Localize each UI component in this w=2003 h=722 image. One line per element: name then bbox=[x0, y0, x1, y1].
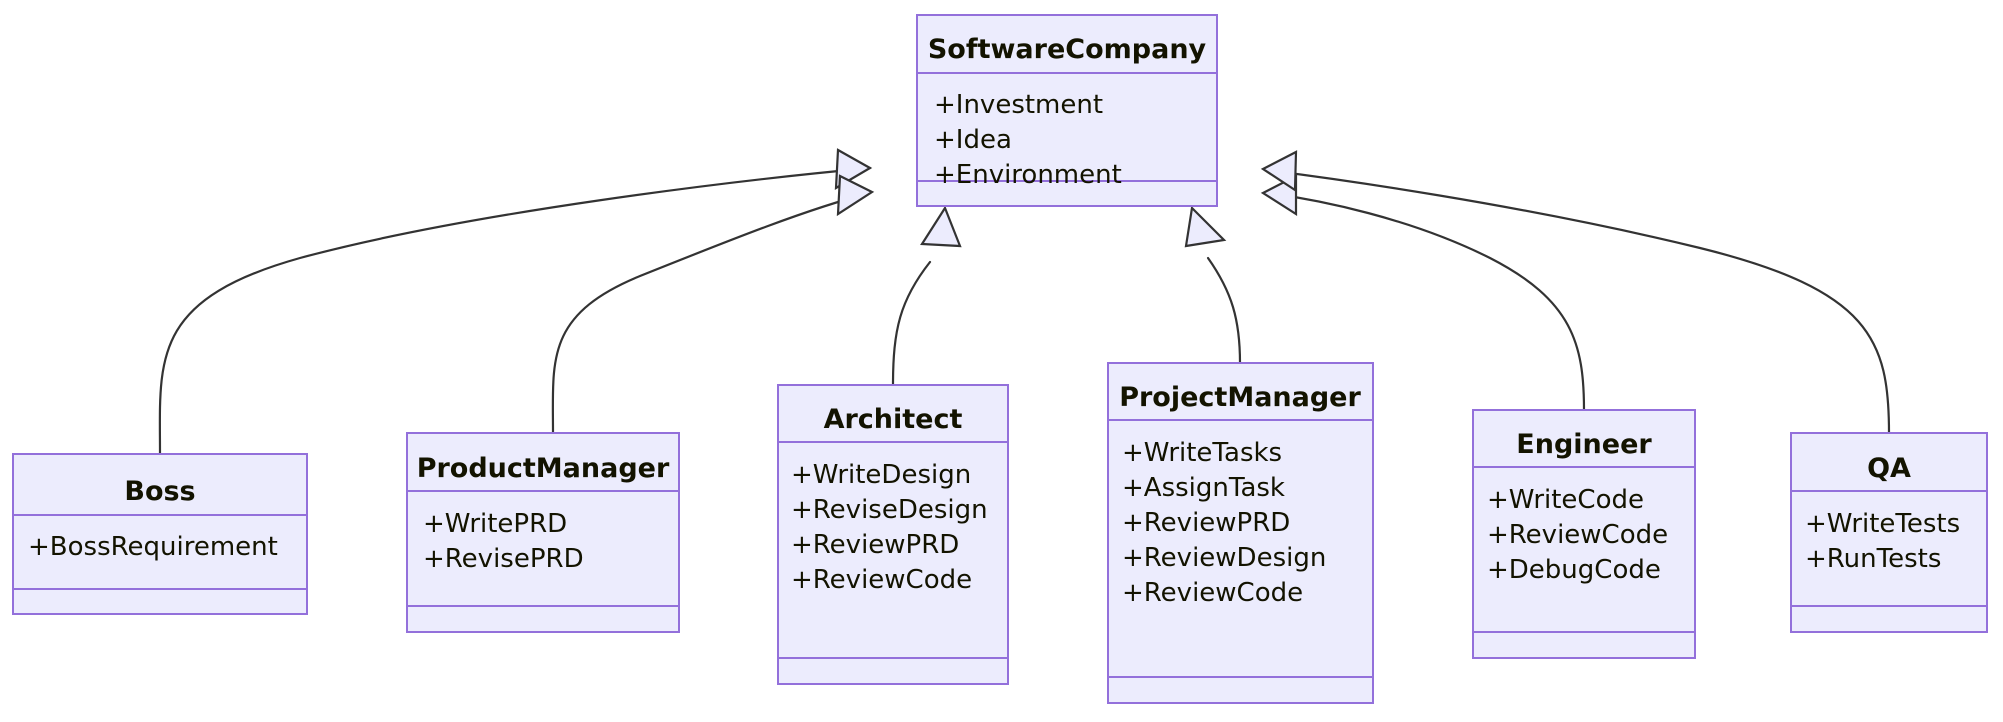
class-attribute: +RevisePRD bbox=[423, 544, 584, 574]
class-box-architect[interactable]: Architect +WriteDesign +ReviseDesign +Re… bbox=[777, 384, 1009, 685]
class-attribute: +Investment bbox=[934, 90, 1103, 120]
class-box-outline bbox=[12, 453, 308, 615]
class-title: ProductManager bbox=[417, 453, 670, 484]
class-attribute: +BossRequirement bbox=[28, 532, 278, 562]
edge-projectmanager[interactable] bbox=[1184, 205, 1242, 365]
class-attribute: +ReviewCode bbox=[1122, 578, 1303, 608]
class-box-softwarecompany[interactable]: SoftwareCompany +Investment +Idea +Envir… bbox=[916, 14, 1218, 207]
class-box-outline bbox=[777, 384, 1009, 685]
class-attribute: +WriteDesign bbox=[791, 460, 971, 490]
class-title: ProjectManager bbox=[1119, 382, 1361, 413]
class-box-outline bbox=[1790, 432, 1988, 633]
class-box-outline bbox=[1472, 409, 1696, 659]
class-attribute: +RunTests bbox=[1805, 544, 1941, 574]
class-attribute: +DebugCode bbox=[1487, 555, 1661, 585]
class-title: QA bbox=[1867, 453, 1911, 484]
class-attribute: +WriteCode bbox=[1487, 485, 1644, 515]
class-attribute: +ReviewCode bbox=[791, 565, 972, 595]
class-title: Architect bbox=[824, 404, 963, 435]
edge-productmanager[interactable] bbox=[551, 174, 875, 435]
class-attribute: +WritePRD bbox=[423, 509, 567, 539]
class-attribute: +ReviewPRD bbox=[791, 530, 959, 560]
class-box-boss[interactable]: Boss +BossRequirement bbox=[12, 453, 308, 615]
edge-architect[interactable] bbox=[891, 205, 962, 387]
class-box-outline bbox=[406, 432, 680, 633]
class-title: Engineer bbox=[1516, 429, 1652, 460]
class-box-qa[interactable]: QA +WriteTests +RunTests bbox=[1790, 432, 1988, 633]
class-box-engineer[interactable]: Engineer +WriteCode +ReviewCode +DebugCo… bbox=[1472, 409, 1696, 659]
class-title: SoftwareCompany bbox=[928, 34, 1207, 65]
edge-boss[interactable] bbox=[158, 148, 873, 456]
class-attribute: +ReviewCode bbox=[1487, 520, 1668, 550]
class-attribute: +ReviseDesign bbox=[791, 495, 988, 525]
edge-layer bbox=[158, 148, 1891, 456]
class-box-productmanager[interactable]: ProductManager +WritePRD +RevisePRD bbox=[406, 432, 680, 633]
class-attribute: +ReviewPRD bbox=[1122, 508, 1290, 538]
class-box-projectmanager[interactable]: ProjectManager +WriteTasks +AssignTask +… bbox=[1107, 362, 1374, 704]
class-attribute: +WriteTasks bbox=[1122, 438, 1282, 468]
class-attribute: +WriteTests bbox=[1805, 509, 1960, 539]
class-attribute: +Idea bbox=[934, 125, 1012, 155]
class-title: Boss bbox=[124, 476, 195, 507]
class-box-outline bbox=[916, 14, 1218, 207]
class-attribute: +AssignTask bbox=[1122, 473, 1285, 503]
class-attribute: +ReviewDesign bbox=[1122, 543, 1326, 573]
class-attribute: +Environment bbox=[934, 160, 1122, 190]
edge-qa[interactable] bbox=[1260, 150, 1891, 435]
